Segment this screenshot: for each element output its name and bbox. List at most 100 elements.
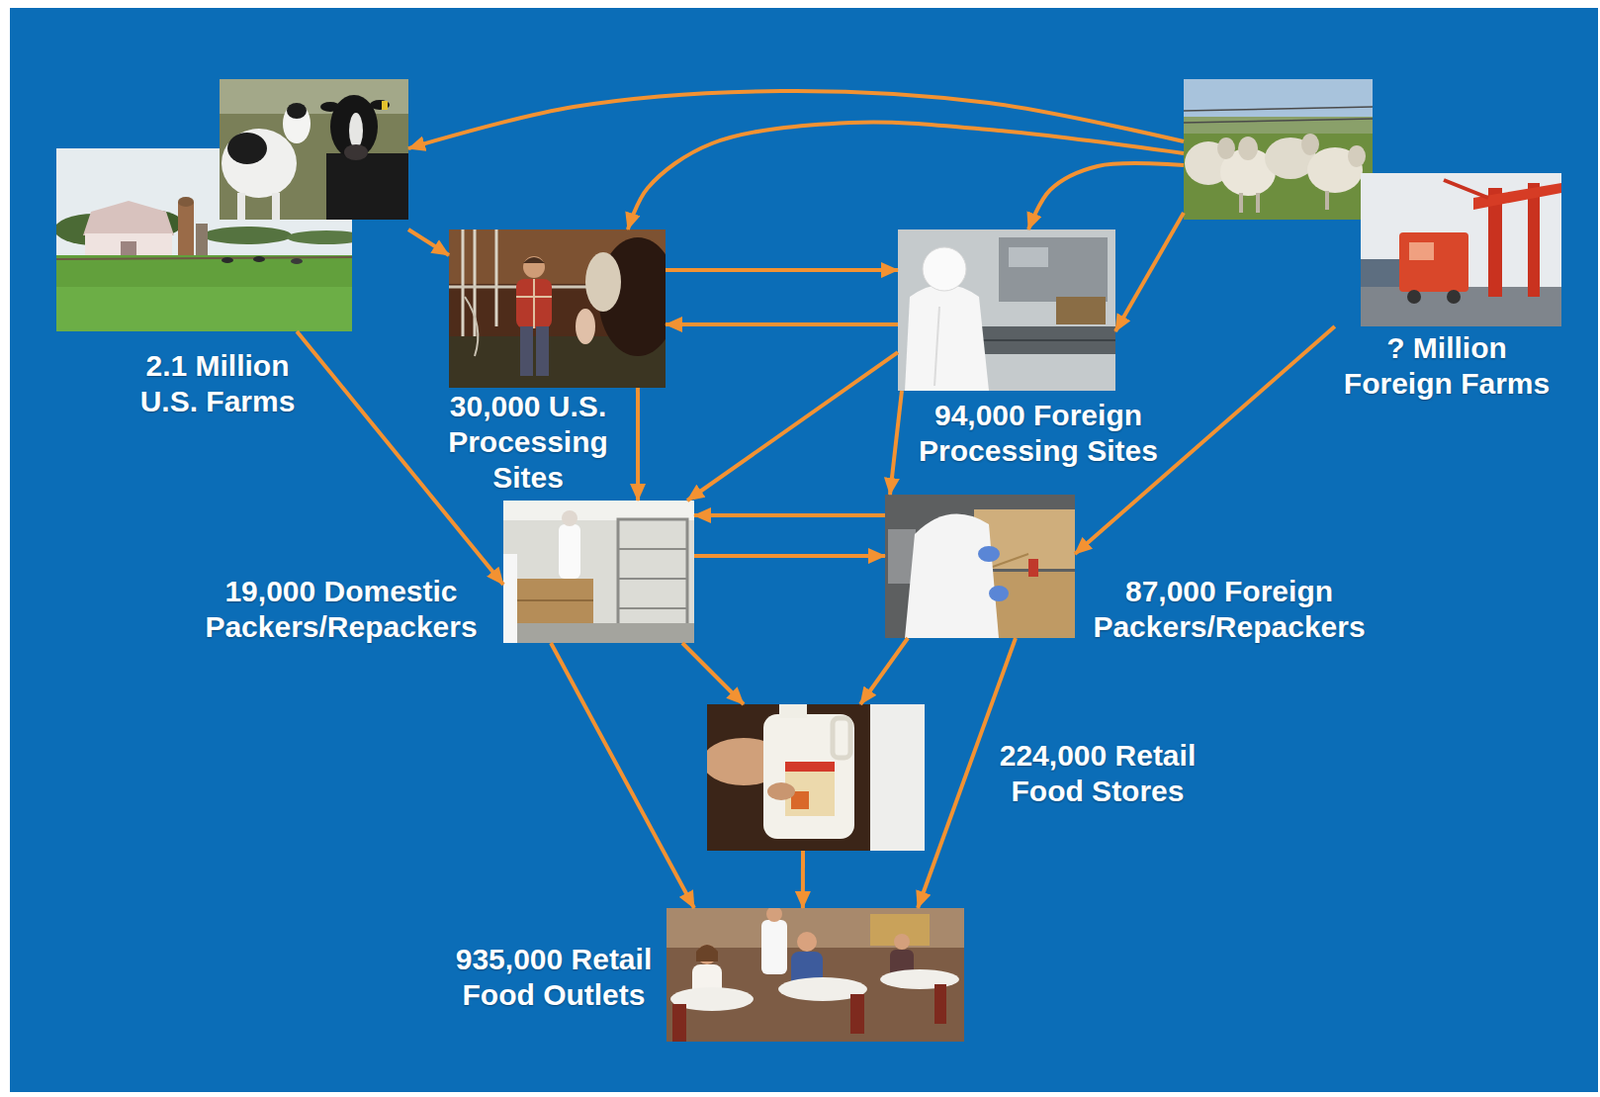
sheep-leg [1255, 192, 1260, 213]
crane-leg [1527, 182, 1540, 297]
photo-box: 94,000 Foreign Processing Sites [897, 229, 1116, 391]
worker-head [561, 510, 578, 527]
port-photo [1360, 173, 1562, 327]
factory [897, 229, 1116, 391]
basket [1056, 296, 1106, 325]
wheel [1407, 289, 1422, 304]
photo-box: 87,000 Foreign Packers/Repackers [885, 494, 1075, 638]
photo-box: 2.1 Million U.S. Farms [56, 79, 409, 332]
sheep-head [1301, 133, 1320, 156]
sheep-photo [1183, 79, 1373, 220]
flow-arrow [682, 642, 744, 705]
waiter-head [766, 907, 783, 922]
diner-head [893, 933, 910, 950]
room [503, 500, 695, 643]
farmer-head [523, 256, 545, 278]
flow-arrow [627, 121, 1184, 230]
wire [1183, 106, 1373, 111]
pasture [219, 79, 409, 220]
cow-body [326, 153, 409, 220]
table [880, 969, 960, 989]
field [56, 255, 353, 332]
farmer-leg [535, 326, 549, 376]
flow-arrow [694, 513, 886, 518]
silo [177, 201, 194, 260]
flow-arrow [665, 267, 898, 272]
silo-top [177, 196, 194, 207]
jug [763, 713, 855, 839]
sheep-leg [1239, 192, 1244, 213]
carrier [1399, 232, 1469, 292]
pipe [461, 229, 465, 337]
room [885, 494, 1075, 638]
connector-group [296, 90, 1335, 908]
rack-shelf [618, 577, 688, 580]
crane-stay [1443, 179, 1489, 198]
jug-handle [832, 717, 851, 758]
tree [202, 226, 292, 245]
photo-box: ? Million Foreign Farms [1183, 79, 1562, 327]
farmer-hair [523, 257, 545, 264]
flow-arrow [1115, 212, 1184, 332]
coat-fold [934, 306, 940, 386]
pipe [495, 229, 499, 327]
worker-coat [904, 284, 989, 392]
cow-ear [320, 101, 341, 112]
cow-patch [286, 102, 307, 119]
cow-flank [585, 252, 622, 312]
diner-head [797, 931, 817, 952]
box-seam [509, 599, 594, 602]
count-label: 935,000 Retail Food Outlets [447, 941, 661, 1013]
glove [977, 545, 1000, 562]
wheel [1446, 289, 1461, 304]
cow-patch [227, 132, 267, 165]
plaid [533, 278, 535, 329]
machine-panel [1008, 247, 1049, 267]
restaurant-photo [666, 907, 965, 1042]
count-label: 19,000 Domestic Packers/Repackers [197, 573, 485, 645]
sheep-head [1347, 145, 1366, 168]
field [56, 286, 353, 332]
far-cow [253, 256, 266, 263]
cow-leg [271, 192, 280, 220]
sleeve [870, 704, 925, 851]
grass [1183, 133, 1373, 220]
chair [672, 1003, 687, 1042]
count-label: ? Million Foreign Farms [1335, 330, 1559, 402]
sheep-leg [1325, 190, 1330, 210]
chair [850, 993, 865, 1034]
ceiling [503, 500, 695, 521]
glove [988, 585, 1009, 602]
tree [286, 230, 353, 245]
fingers [767, 782, 796, 800]
udder [575, 308, 596, 345]
cows-photo [219, 79, 409, 220]
pasture-far [219, 79, 409, 114]
flow-arrow [694, 553, 886, 558]
dining-room [666, 907, 965, 1042]
cow-blaze [349, 112, 363, 149]
far-cow [290, 258, 303, 265]
cow-leg [237, 192, 246, 220]
flow-arrow [550, 642, 695, 908]
photo-box: 19,000 Domestic Packers/Repackers [503, 500, 695, 643]
jug-label-band [785, 761, 835, 772]
milking-photo [448, 229, 666, 388]
diner-head [697, 944, 717, 965]
waiter [761, 919, 788, 975]
jug-cap [779, 704, 807, 718]
count-label: 30,000 U.S. Processing Sites [444, 388, 612, 496]
wire [1183, 118, 1373, 123]
photo-box: 224,000 Retail Food Stores [707, 704, 925, 851]
diner-hair [696, 944, 718, 962]
rack-shelf [618, 547, 688, 550]
milk-jug-photo [707, 704, 925, 851]
hose [464, 296, 478, 356]
flow-arrow [408, 229, 449, 256]
sky [1183, 79, 1373, 220]
count-label: 94,000 Foreign Processing Sites [913, 397, 1163, 469]
packing-room-photo [503, 500, 695, 643]
